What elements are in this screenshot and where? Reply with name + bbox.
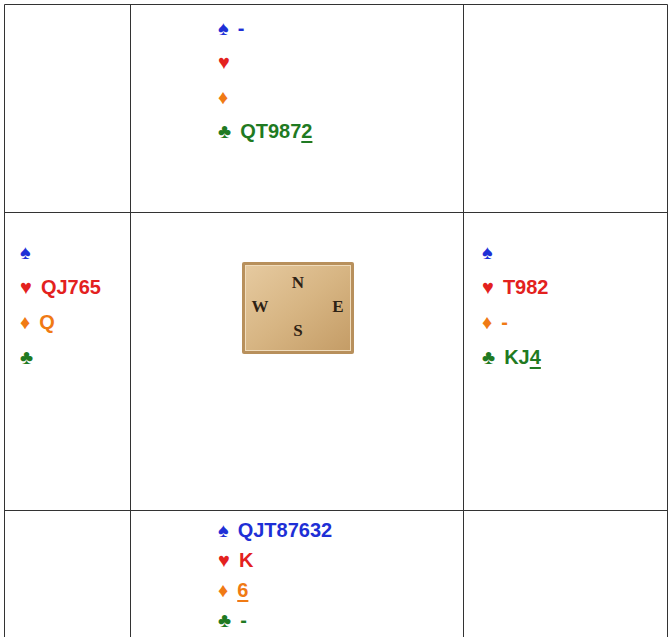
compass-letter: E xyxy=(332,298,343,316)
suit-symbol: ♠ xyxy=(218,16,229,40)
suit-symbol: ♣ xyxy=(482,345,495,369)
suit-row: ♠ xyxy=(20,240,31,264)
card-holding: K xyxy=(239,548,253,572)
suit-row: ♠- xyxy=(218,16,244,40)
suit-row: ♦6 xyxy=(218,578,248,602)
compass-tile xyxy=(242,262,354,354)
card-holding: QT987 xyxy=(240,119,301,143)
card-holding: 2 xyxy=(301,119,312,143)
suit-row: ♦Q xyxy=(20,310,55,334)
card-holding: - xyxy=(240,608,247,632)
card-holding: - xyxy=(501,310,508,334)
suit-symbol: ♠ xyxy=(20,240,31,264)
suit-symbol: ♠ xyxy=(218,518,229,542)
card-holding: Q xyxy=(39,310,55,334)
suit-symbol: ♣ xyxy=(218,119,231,143)
suit-symbol: ♦ xyxy=(218,578,228,602)
suit-symbol: ♦ xyxy=(218,85,228,109)
suit-row: ♣ xyxy=(20,345,33,369)
suit-row: ♦- xyxy=(482,310,508,334)
suit-symbol: ♠ xyxy=(482,240,493,264)
compass-letter: W xyxy=(252,298,269,316)
suit-symbol: ♥ xyxy=(482,275,494,299)
suit-row: ♥K xyxy=(218,548,253,572)
table-lines xyxy=(5,5,668,637)
suit-symbol: ♦ xyxy=(20,310,30,334)
suit-row: ♣ KJ4 xyxy=(482,345,541,369)
card-holding: KJ xyxy=(504,345,530,369)
suit-row: ♥ QJ765 xyxy=(20,275,101,299)
suit-row: ♠ QJT87632 xyxy=(218,518,332,542)
card-holding: QJ765 xyxy=(41,275,101,299)
suit-symbol: ♣ xyxy=(218,608,231,632)
compass-letter: N xyxy=(292,274,304,292)
suit-symbol: ♥ xyxy=(218,548,230,572)
suit-row: ♦ xyxy=(218,85,228,109)
suit-symbol: ♥ xyxy=(218,50,230,74)
suit-row: ♥ T982 xyxy=(482,275,548,299)
card-holding: QJT87632 xyxy=(238,518,333,542)
card-holding: 4 xyxy=(530,345,541,369)
suit-row: ♣- xyxy=(218,608,247,632)
suit-row: ♣ QT9872 xyxy=(218,119,312,143)
card-holding: 6 xyxy=(237,578,248,602)
suit-symbol: ♦ xyxy=(482,310,492,334)
suit-row: ♠ xyxy=(482,240,493,264)
card-holding: - xyxy=(238,16,245,40)
suit-symbol: ♥ xyxy=(20,275,32,299)
suit-row: ♥ xyxy=(218,50,230,74)
card-holding: T982 xyxy=(503,275,549,299)
suit-symbol: ♣ xyxy=(20,345,33,369)
compass-letter: S xyxy=(293,322,302,340)
